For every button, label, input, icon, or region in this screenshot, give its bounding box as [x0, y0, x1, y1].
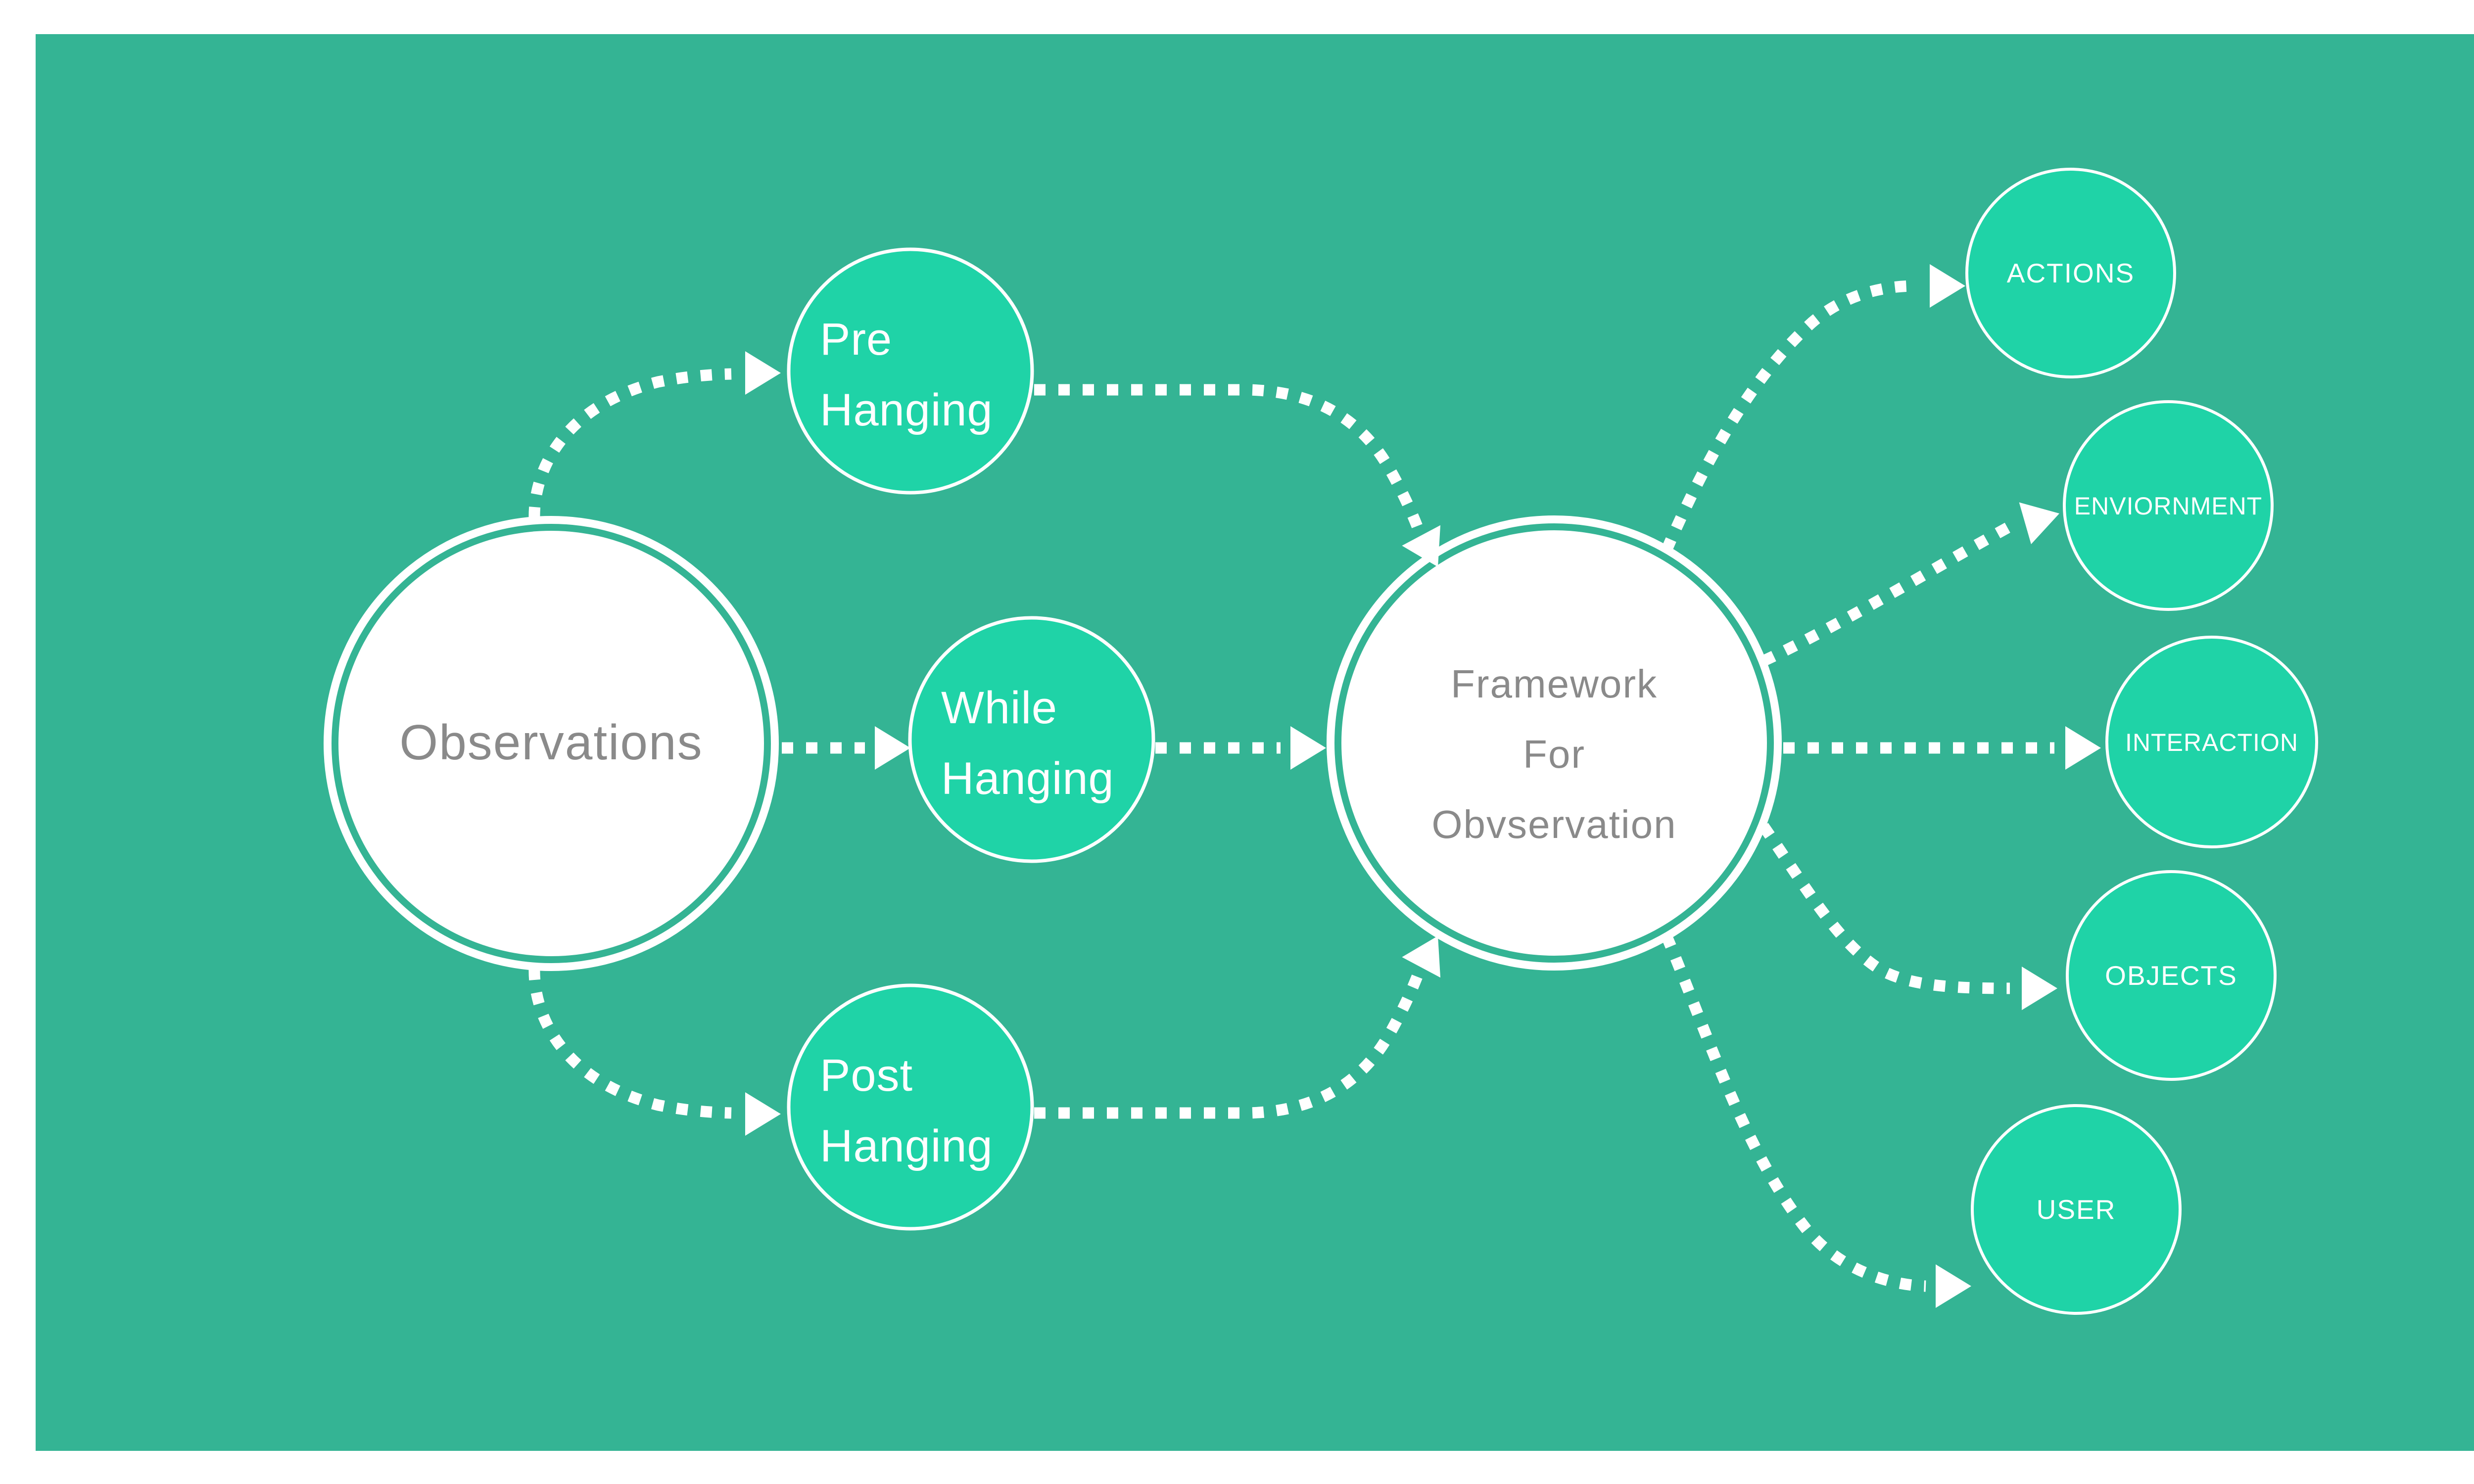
actions-label: ACTIONS — [2007, 258, 2135, 288]
connectors — [528, 264, 2101, 1308]
node-observations: Observations — [324, 516, 779, 971]
observations-outer-ring — [324, 516, 779, 971]
enviornment-circle — [2063, 400, 2274, 611]
edge-observations-pre-hanging — [528, 368, 732, 519]
actions-circle — [1965, 168, 2176, 378]
edge-pre-hanging-framework — [1034, 384, 1427, 541]
pre-hanging-label-line1: Pre — [820, 314, 892, 365]
user-label: USER — [2037, 1194, 2116, 1225]
interaction-circle — [2105, 636, 2318, 848]
arrowhead-user — [1936, 1264, 1971, 1308]
arrowhead-while-hanging — [875, 726, 910, 770]
node-objects: OBJECTS — [2066, 870, 2277, 1081]
node-while-hanging: While Hanging — [908, 616, 1155, 863]
framework-label-line3: Obvservation — [1431, 802, 1676, 846]
arrowhead-framework-bottom-left — [1402, 936, 1441, 978]
edge-framework-objects — [1759, 823, 2010, 994]
node-actions: ACTIONS — [1965, 168, 2176, 378]
node-interaction: INTERACTION — [2105, 636, 2318, 848]
edge-observations-post-hanging — [528, 968, 732, 1119]
post-hanging-label-line2: Hanging — [820, 1121, 993, 1171]
node-pre-hanging: Pre Hanging — [787, 247, 1034, 495]
edge-post-hanging-framework — [1034, 962, 1427, 1119]
arrowhead-interaction — [2065, 726, 2101, 770]
pre-hanging-circle — [787, 247, 1034, 495]
node-post-hanging: Post Hanging — [787, 983, 1034, 1231]
node-enviornment: ENVIORNMENT — [2063, 400, 2274, 611]
arrowhead-enviornment — [2019, 502, 2059, 545]
user-circle — [1971, 1104, 2182, 1315]
while-hanging-label-line2: Hanging — [941, 753, 1114, 804]
objects-circle — [2066, 870, 2277, 1081]
enviornment-label: ENVIORNMENT — [2074, 492, 2262, 520]
arrowhead-objects — [2022, 967, 2057, 1010]
arrowhead-pre-hanging — [745, 351, 781, 395]
while-hanging-circle — [908, 616, 1155, 863]
arrowhead-actions — [1930, 264, 1965, 308]
node-framework: Framework For Obvservation — [1327, 515, 1782, 971]
framework-label-line2: For — [1523, 732, 1585, 776]
while-hanging-label-line1: While — [941, 683, 1057, 733]
observations-circle — [338, 531, 764, 956]
node-user: USER — [1971, 1104, 2182, 1315]
interaction-label: INTERACTION — [2125, 729, 2298, 756]
post-hanging-circle — [787, 983, 1034, 1231]
pre-hanging-label-line2: Hanging — [820, 385, 993, 435]
post-hanging-label-line1: Post — [820, 1050, 913, 1101]
edge-framework-enviornment — [1761, 520, 2015, 666]
objects-label: OBJECTS — [2105, 960, 2237, 991]
edge-framework-actions — [1661, 280, 1916, 553]
arrowhead-framework-left — [1290, 726, 1326, 770]
edge-framework-user — [1661, 933, 1926, 1292]
framework-label-line1: Framework — [1451, 662, 1658, 706]
framework-outer-ring — [1327, 515, 1782, 971]
arrowhead-post-hanging — [745, 1092, 781, 1136]
observations-label: Observations — [399, 715, 703, 770]
framework-circle — [1341, 530, 1767, 956]
